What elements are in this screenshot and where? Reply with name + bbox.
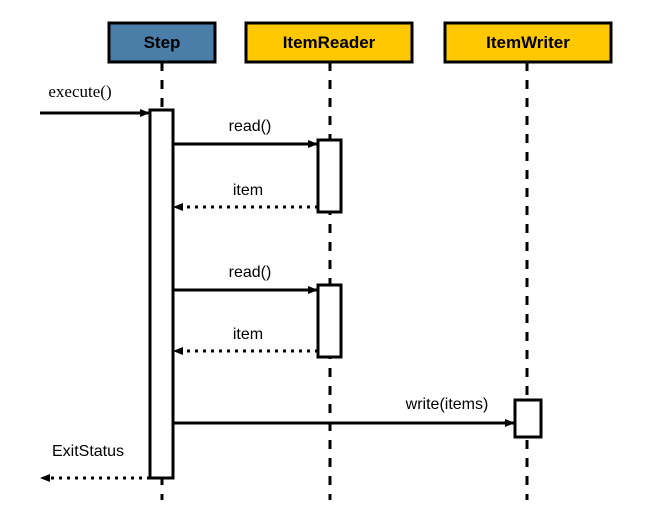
participant-box-itemreader[interactable] bbox=[244, 21, 414, 64]
participant-label-itemreader: ItemReader bbox=[283, 33, 376, 52]
activation-bar-itemreader bbox=[316, 283, 343, 359]
message-label-msg-read-2: read() bbox=[229, 264, 272, 281]
lifelines-group bbox=[160, 62, 529, 500]
message-label-msg-item-1: item bbox=[233, 182, 263, 199]
message-label-msg-execute: execute() bbox=[48, 82, 111, 101]
participant-box-itemwriter[interactable] bbox=[443, 21, 613, 64]
message-label-msg-exitstatus: ExitStatus bbox=[52, 443, 124, 460]
participant-label-step: Step bbox=[144, 33, 181, 52]
activations-group bbox=[148, 108, 543, 480]
participant-headers-group: Step ItemReader ItemWriter bbox=[107, 21, 613, 64]
message-label-msg-read-1: read() bbox=[229, 118, 272, 135]
activation-bar-itemwriter bbox=[513, 398, 543, 439]
message-label-msg-write: write(items) bbox=[405, 396, 489, 413]
participant-box-step[interactable] bbox=[107, 21, 217, 64]
message-label-msg-item-2: item bbox=[233, 326, 263, 343]
activation-bar-step bbox=[148, 108, 175, 480]
activation-bar-itemreader bbox=[316, 138, 343, 214]
messages-group: execute() read() item read() item write(items… bbox=[40, 82, 515, 482]
participant-label-itemwriter: ItemWriter bbox=[486, 33, 570, 52]
